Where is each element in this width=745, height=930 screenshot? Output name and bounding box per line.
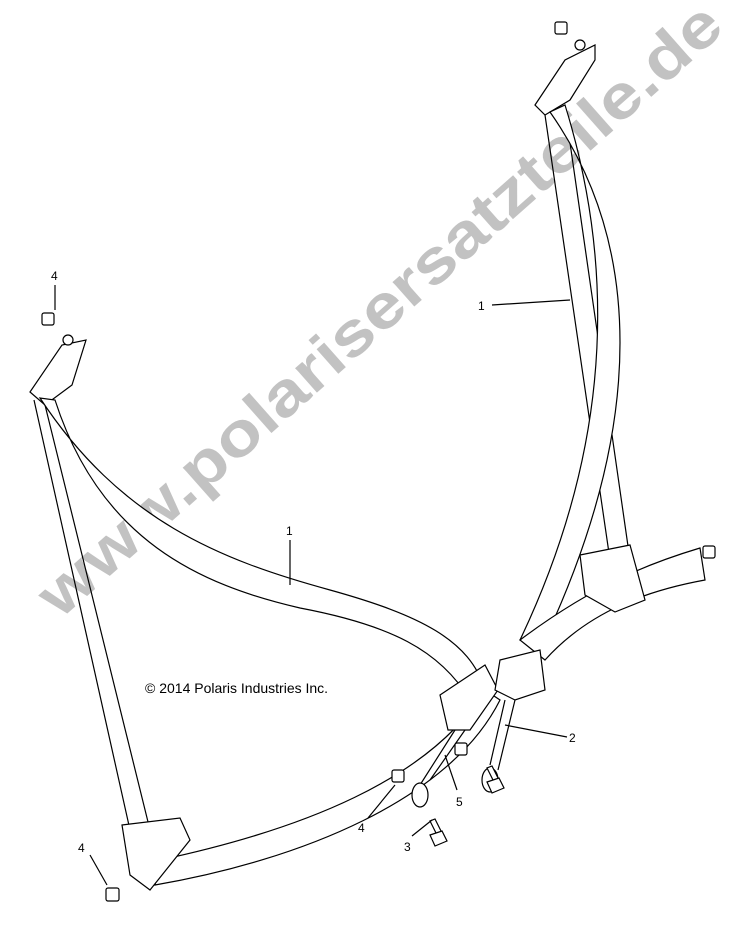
copyright-text: © 2014 Polaris Industries Inc.	[145, 680, 328, 696]
fasteners	[41, 21, 716, 902]
nut-4-top-left	[41, 312, 55, 326]
right-seat-belt	[481, 39, 706, 793]
nut-4-center	[391, 769, 405, 783]
callout-3: 3	[404, 840, 411, 854]
nut-4-center-2	[454, 742, 468, 756]
callout-5: 5	[456, 795, 463, 809]
nut-4-bottom-left	[105, 887, 120, 902]
bolt-3	[429, 818, 448, 847]
watermark: www.polarisersatzteile.de	[23, 0, 736, 631]
left-seat-belt	[29, 334, 501, 891]
bolt-3b	[486, 765, 505, 794]
callout-4-bottom-left: 4	[78, 841, 85, 855]
callout-1-left: 1	[286, 524, 293, 538]
callout-4-top-left: 4	[51, 269, 58, 283]
callout-2: 2	[569, 731, 576, 745]
callout-1-right: 1	[478, 299, 485, 313]
nut-4-right	[702, 545, 716, 559]
callout-4-center: 4	[358, 821, 365, 835]
leader-lines	[54, 285, 571, 886]
nut-4-top-right	[554, 21, 568, 35]
